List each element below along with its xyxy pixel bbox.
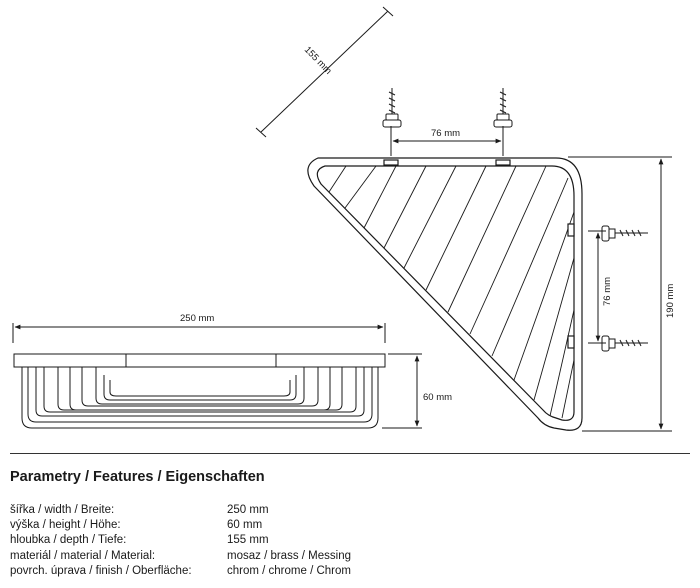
technical-drawing: 155 mm 76 mm 76 mm [12, 6, 676, 432]
screw-right-lower [601, 335, 648, 352]
spec-value: 155 mm [227, 534, 269, 547]
width-label: 250 mm [180, 313, 214, 324]
bracket-right-lower [567, 335, 575, 349]
spec-row-finish: povrch. úprava / finish / Oberfläche: ch… [10, 564, 351, 579]
spec-row-depth: hloubka / depth / Tiefe: 155 mm [10, 533, 351, 548]
spec-value: mosaz / brass / Messing [227, 549, 351, 562]
spec-label: šířka / width / Breite: [10, 504, 115, 516]
spec-label: materiál / material / Material: [10, 549, 156, 562]
basket-inner-outline [316, 165, 575, 421]
height-label: 60 mm [423, 392, 452, 403]
side-total-label: 190 mm [665, 284, 676, 318]
dimension-side-total: 190 mm [568, 156, 676, 432]
side-spacing-label: 76 mm [602, 277, 613, 306]
front-top-rim [13, 353, 386, 368]
section-divider [10, 453, 690, 454]
spec-label: povrch. úprava / finish / Oberfläche: [10, 564, 192, 577]
spec-label: výška / height / Höhe: [10, 519, 121, 532]
top-view-basket [307, 157, 583, 431]
dimension-width: 250 mm [12, 313, 386, 343]
bracket-top-right [495, 159, 511, 166]
dimension-top-spacing: 76 mm [390, 126, 504, 156]
top-spacing-label: 76 mm [431, 128, 460, 139]
specs-title: Parametry / Features / Eigenschaften [10, 469, 265, 485]
front-view-basket [13, 353, 386, 429]
dimension-height: 60 mm [382, 353, 452, 429]
depth-label: 155 mm [302, 44, 334, 76]
spec-row-material: materiál / material / Material: mosaz / … [10, 549, 351, 564]
dimension-side-spacing: 76 mm [588, 230, 613, 344]
bracket-right-upper [567, 223, 575, 237]
dimension-depth: 155 mm [255, 6, 394, 138]
screw-top-left [382, 88, 402, 128]
spec-row-height: výška / height / Höhe: 60 mm [10, 518, 351, 533]
spec-label: hloubka / depth / Tiefe: [10, 534, 127, 547]
specs-table: šířka / width / Breite: 250 mm výška / h… [10, 503, 351, 579]
bracket-top-left [383, 159, 399, 166]
screw-right-upper [601, 225, 648, 242]
front-basket-loops [21, 367, 379, 429]
basket-outer-outline [307, 157, 583, 431]
spec-value: chrom / chrome / Chrom [227, 564, 351, 577]
spec-row-width: šířka / width / Breite: 250 mm [10, 503, 351, 518]
spec-value: 250 mm [227, 504, 269, 516]
spec-value: 60 mm [227, 519, 263, 532]
screw-top-right [493, 88, 513, 128]
basket-wires [328, 165, 575, 419]
